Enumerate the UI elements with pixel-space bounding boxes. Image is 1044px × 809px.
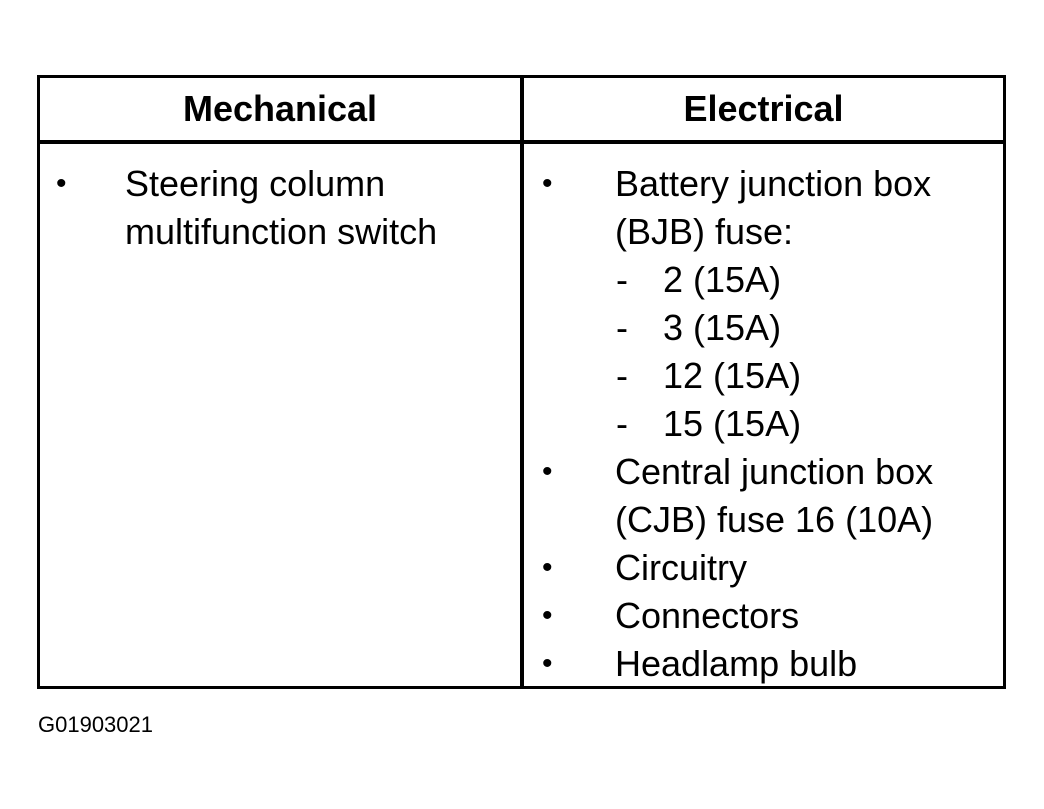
sub-item-text: 12 (15A) — [663, 355, 802, 396]
mechanical-column: • Steering column multifunction switch — [40, 160, 520, 256]
column-divider — [520, 78, 524, 686]
item-text: Connectors — [615, 595, 800, 636]
dash: - — [616, 307, 628, 348]
dash: - — [616, 403, 628, 444]
list-item: • Headlamp bulb — [524, 640, 1003, 688]
diagnosis-table: Mechanical Electrical • Steering column … — [37, 75, 1006, 689]
item-text: Central junction box — [615, 451, 934, 492]
sub-list-item: - 2 (15A) — [524, 256, 1003, 304]
sub-list-item: - 3 (15A) — [524, 304, 1003, 352]
sub-item-text: 3 (15A) — [663, 307, 782, 348]
list-item: • Battery junction box — [524, 160, 1003, 208]
list-item: • Central junction box — [524, 448, 1003, 496]
header-mechanical: Mechanical — [182, 88, 378, 129]
electrical-column: • Battery junction box (BJB) fuse: - 2 (… — [524, 160, 1003, 688]
bullet: • — [542, 647, 553, 680]
list-item-continuation: multifunction switch — [40, 208, 520, 256]
list-item: • Connectors — [524, 592, 1003, 640]
item-text: multifunction switch — [125, 211, 438, 252]
bullet: • — [542, 455, 553, 488]
sub-item-text: 2 (15A) — [663, 259, 782, 300]
header-electrical: Electrical — [683, 88, 844, 129]
figure-id: G01903021 — [38, 712, 153, 737]
bullet: • — [542, 167, 553, 200]
bullet: • — [56, 167, 67, 200]
item-text: Battery junction box — [615, 163, 932, 204]
item-text: (CJB) fuse 16 (10A) — [615, 499, 934, 540]
list-item-continuation: (BJB) fuse: — [524, 208, 1003, 256]
dash: - — [616, 355, 628, 396]
list-item: • Circuitry — [524, 544, 1003, 592]
item-text: (BJB) fuse: — [615, 211, 794, 252]
sub-item-text: 15 (15A) — [663, 403, 802, 444]
dash: - — [616, 259, 628, 300]
bullet: • — [542, 599, 553, 632]
list-item: • Steering column — [40, 160, 520, 208]
header-rule — [40, 140, 1003, 144]
item-text: Steering column — [125, 163, 386, 204]
sub-list-item: - 12 (15A) — [524, 352, 1003, 400]
item-text: Headlamp bulb — [615, 643, 858, 684]
sub-list-item: - 15 (15A) — [524, 400, 1003, 448]
list-item-continuation: (CJB) fuse 16 (10A) — [524, 496, 1003, 544]
bullet: • — [542, 551, 553, 584]
item-text: Circuitry — [615, 547, 747, 588]
